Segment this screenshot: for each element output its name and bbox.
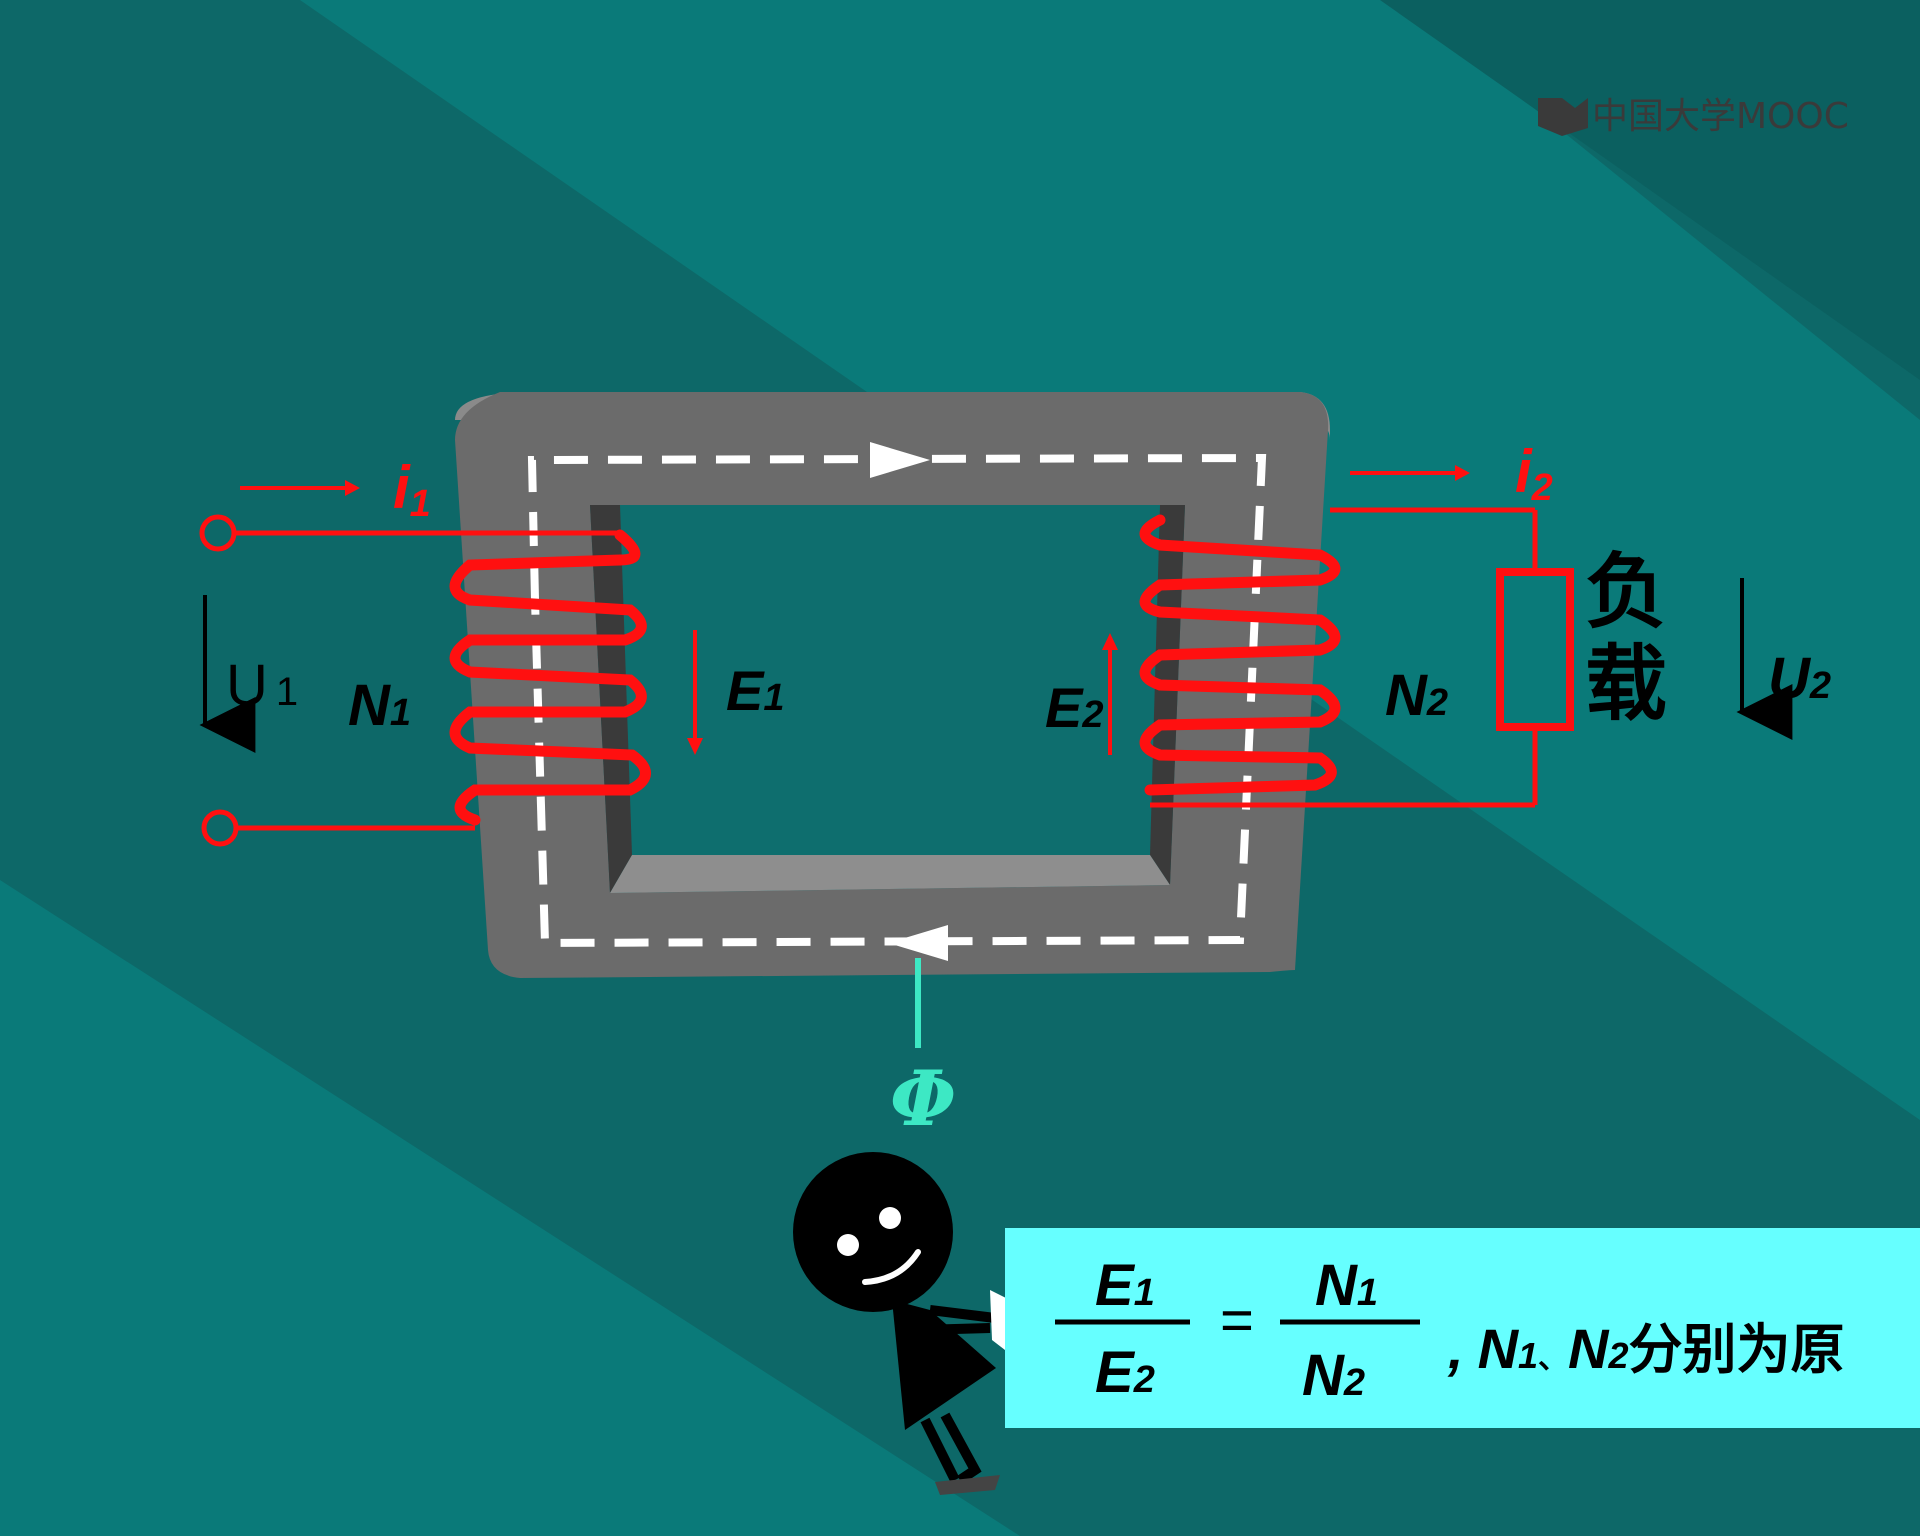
primary-circuit: [199, 480, 620, 847]
secondary-circuit: [1150, 465, 1574, 808]
figure-head: [793, 1152, 953, 1312]
background-stripe: [1380, 0, 1920, 380]
formula-rhs-denominator: N2: [1302, 1343, 1365, 1408]
formula-lhs-numerator: E1: [1095, 1253, 1155, 1318]
formula-rhs-numerator: N1: [1315, 1253, 1378, 1318]
figure-body: [892, 1300, 996, 1430]
stick-figure: [793, 1152, 1038, 1495]
iron-core: [455, 392, 1330, 978]
core-window: [590, 505, 1185, 893]
label-e2: E2: [1045, 676, 1104, 739]
watermark: 中国大学MOOC: [1538, 96, 1849, 137]
flux-path: [527, 442, 1267, 961]
figure-eye-right: [879, 1207, 901, 1229]
label-e1: E1: [726, 659, 785, 722]
secondary-coil: [1139, 514, 1341, 796]
emf-arrows: [687, 630, 1118, 755]
formula-caption: ,N1、N2分别为原: [1447, 1317, 1845, 1381]
formula-lhs-denominator: E2: [1095, 1340, 1155, 1405]
load-label-bottom: 载: [1585, 637, 1667, 732]
load-label-top: 负: [1585, 545, 1667, 640]
label-i1: i1: [393, 454, 431, 525]
label-u2: U2: [1768, 646, 1831, 711]
formula-equals: =: [1220, 1288, 1254, 1353]
label-phi: Φ: [890, 1054, 956, 1143]
formula: E1 E2 = N1 N2 ,N1、N2分别为原: [1055, 1253, 1845, 1408]
watermark-text: 中国大学MOOC: [1592, 96, 1849, 137]
figure-shoe: [935, 1475, 1000, 1495]
flux-arrow-bottom: [888, 925, 948, 961]
primary-coil: [449, 529, 651, 826]
label-n1: N1: [348, 673, 411, 738]
figure-eye-left: [837, 1234, 859, 1256]
book-icon: [1538, 98, 1588, 136]
label-i2: i2: [1515, 438, 1553, 509]
background-stripe: [0, 880, 1020, 1536]
formula-box: [1005, 1228, 1920, 1428]
flux-arrow-top: [870, 442, 930, 478]
label-n2: N2: [1385, 663, 1448, 728]
figure-smile: [862, 1249, 921, 1285]
